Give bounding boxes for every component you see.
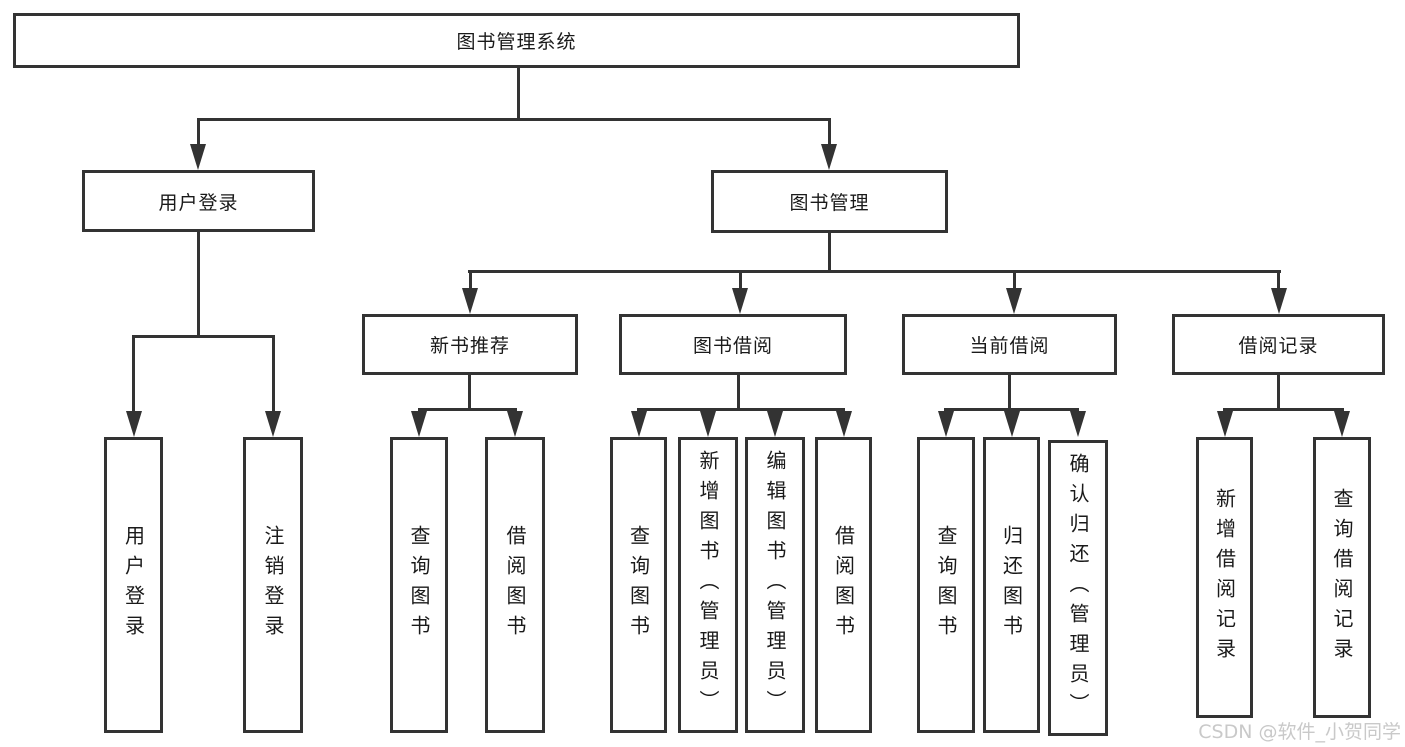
leaf-label: 归还图书 — [999, 525, 1024, 645]
leaf-label: 编辑图书（管理员） — [763, 450, 787, 720]
connector-hline — [944, 408, 1079, 411]
csdn-watermark: CSDN @软件_小贺同学 — [1198, 721, 1401, 743]
arrowhead-down — [631, 411, 647, 437]
node-library-management-system: 图书管理系统 — [13, 13, 1020, 68]
connector-stem — [469, 270, 472, 288]
leaf-label: 查询借阅记录 — [1330, 487, 1354, 668]
arrowhead-down — [1006, 288, 1022, 314]
arrowhead-down — [821, 144, 837, 170]
node-leaf-borrow-books: 借阅图书 — [815, 437, 872, 733]
node-leaf-confirm-return-admin: 确认归还（管理员） — [1048, 440, 1108, 736]
leaf-label: 查询图书 — [626, 525, 651, 645]
arrowhead-down — [411, 411, 427, 437]
node-leaf-add-books-admin: 新增图书（管理员） — [678, 437, 738, 733]
arrowhead-down — [1271, 288, 1287, 314]
leaf-label: 新增借阅记录 — [1212, 487, 1237, 668]
leaf-label: 借阅图书 — [831, 525, 856, 645]
node-leaf-user-login: 用户登录 — [104, 437, 163, 733]
leaf-label: 查询图书 — [407, 525, 431, 645]
connector-hline — [637, 408, 845, 411]
connector-hline — [132, 335, 275, 338]
connector-stem — [197, 118, 200, 144]
node-leaf-borrow-books: 借阅图书 — [485, 437, 545, 733]
connector-hline — [197, 118, 831, 121]
arrowhead-down — [1070, 411, 1086, 437]
connector-stem — [828, 118, 831, 144]
connector-stem — [1277, 270, 1280, 288]
leaf-label: 注销登录 — [261, 525, 285, 645]
connector-stem — [132, 335, 135, 411]
connector-hline — [468, 270, 1281, 273]
node-leaf-query-borrow-record: 查询借阅记录 — [1313, 437, 1371, 718]
leaf-label: 用户登录 — [121, 525, 146, 645]
connector-vline — [1277, 375, 1280, 411]
node-leaf-logout: 注销登录 — [243, 437, 303, 733]
arrowhead-down — [265, 411, 281, 437]
leaf-label: 确认归还（管理员） — [1066, 453, 1090, 723]
connector-stem — [739, 270, 742, 288]
node-new-book-recommendation: 新书推荐 — [362, 314, 578, 375]
node-user-login: 用户登录 — [82, 170, 315, 232]
node-leaf-add-borrow-record: 新增借阅记录 — [1196, 437, 1253, 718]
node-leaf-return-books: 归还图书 — [983, 437, 1040, 733]
connector-hline — [1223, 408, 1344, 411]
arrowhead-down — [1004, 411, 1020, 437]
connector-hline — [418, 408, 517, 411]
connector-vline — [197, 232, 200, 338]
node-leaf-edit-books-admin: 编辑图书（管理员） — [745, 437, 805, 733]
connector-vline — [1008, 375, 1011, 411]
node-current-borrowing: 当前借阅 — [902, 314, 1117, 375]
node-book-borrowing: 图书借阅 — [619, 314, 847, 375]
connector-vline — [517, 68, 520, 121]
arrowhead-down — [700, 411, 716, 437]
node-leaf-query-books: 查询图书 — [390, 437, 448, 733]
node-book-management: 图书管理 — [711, 170, 948, 233]
arrowhead-down — [1217, 411, 1233, 437]
node-leaf-query-books: 查询图书 — [610, 437, 667, 733]
leaf-label: 新增图书（管理员） — [696, 450, 720, 720]
connector-stem — [272, 335, 275, 411]
leaf-label: 查询图书 — [934, 525, 958, 645]
node-borrowing-records: 借阅记录 — [1172, 314, 1385, 375]
connector-vline — [468, 375, 471, 411]
connector-vline — [737, 375, 740, 411]
arrowhead-down — [938, 411, 954, 437]
arrowhead-down — [767, 411, 783, 437]
connector-stem — [1013, 270, 1016, 288]
arrowhead-down — [507, 411, 523, 437]
arrowhead-down — [462, 288, 478, 314]
arrowhead-down — [126, 411, 142, 437]
arrowhead-down — [190, 144, 206, 170]
connector-vline — [828, 233, 831, 273]
arrowhead-down — [732, 288, 748, 314]
node-leaf-query-books: 查询图书 — [917, 437, 975, 733]
leaf-label: 借阅图书 — [503, 525, 527, 645]
arrowhead-down — [836, 411, 852, 437]
arrowhead-down — [1334, 411, 1350, 437]
